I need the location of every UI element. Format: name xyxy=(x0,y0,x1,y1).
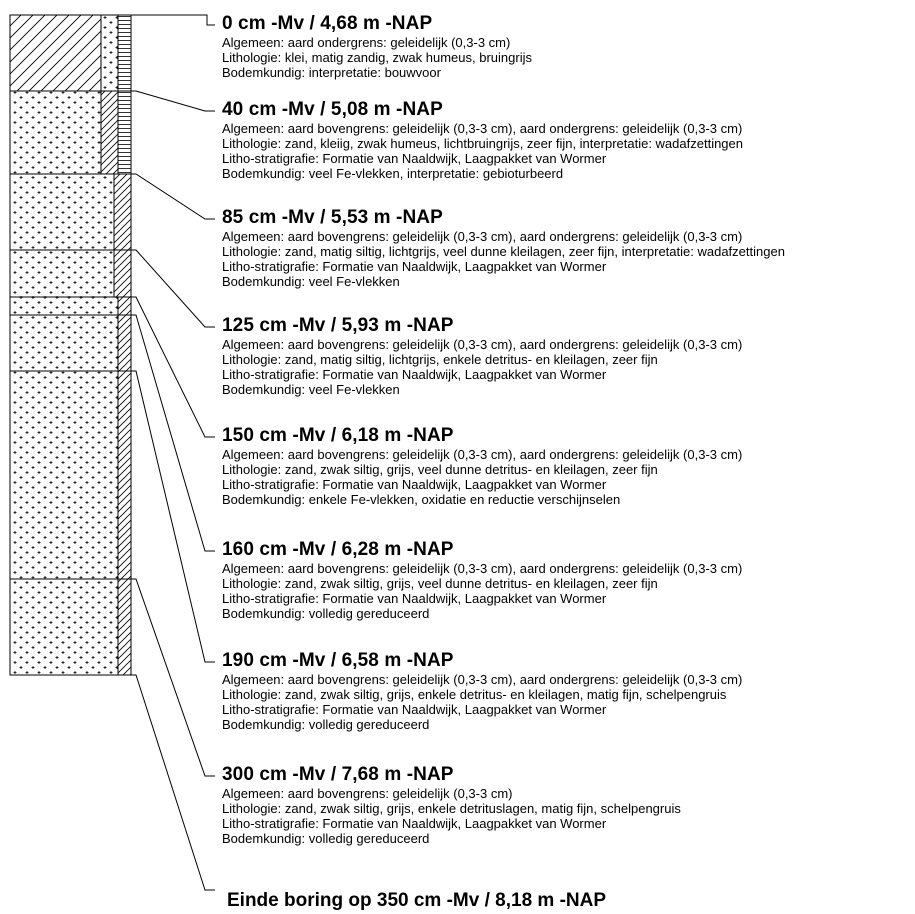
layer-depth-heading: 125 cm -Mv / 5,93 m -NAP xyxy=(222,315,912,337)
layer-lithology: Lithologie: zand, zwak siltig, grijs, en… xyxy=(222,801,912,816)
layer-general: Algemeen: aard bovengrens: geleidelijk (… xyxy=(222,229,912,244)
layer-description-40: 40 cm -Mv / 5,08 m -NAP Algemeen: aard b… xyxy=(222,99,912,181)
leader-line-125 xyxy=(131,250,215,327)
layer-depth-heading: 40 cm -Mv / 5,08 m -NAP xyxy=(222,99,912,121)
leader-line-160 xyxy=(131,315,215,551)
layer-stratigraphy: Litho-stratigrafie: Formatie van Naaldwi… xyxy=(222,259,912,274)
layer-description-150: 150 cm -Mv / 6,18 m -NAP Algemeen: aard … xyxy=(222,425,912,507)
layer-lithology: Lithologie: klei, matig zandig, zwak hum… xyxy=(222,50,912,65)
layer-lithology: Lithologie: zand, zwak siltig, grijs, ve… xyxy=(222,462,912,477)
layer-description-160: 160 cm -Mv / 6,28 m -NAP Algemeen: aard … xyxy=(222,539,912,621)
leader-line-85 xyxy=(131,174,215,219)
layer-general: Algemeen: aard ondergrens: geleidelijk (… xyxy=(222,35,912,50)
layer-soil: Bodemkundig: veel Fe-vlekken xyxy=(222,274,912,289)
column-layer-40 xyxy=(10,91,131,174)
layer-soil: Bodemkundig: volledig gereduceerd xyxy=(222,606,912,621)
layer-description-85: 85 cm -Mv / 5,53 m -NAP Algemeen: aard b… xyxy=(222,207,912,289)
layer-lithology: Lithologie: zand, zwak siltig, grijs, en… xyxy=(222,687,912,702)
layer-lithology: Lithologie: zand, zwak siltig, grijs, ve… xyxy=(222,576,912,591)
layer-stratigraphy: Litho-stratigrafie: Formatie van Naaldwi… xyxy=(222,591,912,606)
layer-general: Algemeen: aard bovengrens: geleidelijk (… xyxy=(222,337,912,352)
column-layer-85 xyxy=(10,174,131,250)
leader-line-300 xyxy=(131,579,215,776)
layer-description-0: 0 cm -Mv / 4,68 m -NAP Algemeen: aard on… xyxy=(222,13,912,80)
layer-depth-heading: 160 cm -Mv / 6,28 m -NAP xyxy=(222,539,912,561)
end-of-boring-label: Einde boring op 350 cm -Mv / 8,18 m -NAP xyxy=(227,890,606,912)
column-layer-150 xyxy=(10,297,131,315)
layer-general: Algemeen: aard bovengrens: geleidelijk (… xyxy=(222,672,912,687)
leader-line-0 xyxy=(131,15,215,25)
column-layer-125 xyxy=(10,250,131,297)
layer-stratigraphy: Litho-stratigrafie: Formatie van Naaldwi… xyxy=(222,702,912,717)
leader-line-end xyxy=(131,675,215,890)
layer-depth-heading: 150 cm -Mv / 6,18 m -NAP xyxy=(222,425,912,447)
layer-stratigraphy: Litho-stratigrafie: Formatie van Naaldwi… xyxy=(222,367,912,382)
layer-lithology: Lithologie: zand, kleiig, zwak humeus, l… xyxy=(222,136,912,151)
leader-line-150 xyxy=(131,297,215,437)
layer-soil: Bodemkundig: volledig gereduceerd xyxy=(222,831,912,846)
layer-description-125: 125 cm -Mv / 5,93 m -NAP Algemeen: aard … xyxy=(222,315,912,397)
layer-soil: Bodemkundig: enkele Fe-vlekken, oxidatie… xyxy=(222,492,912,507)
layer-stratigraphy: Litho-stratigrafie: Formatie van Naaldwi… xyxy=(222,477,912,492)
leader-lines xyxy=(131,15,215,890)
column-layer-160 xyxy=(10,315,131,371)
layer-soil: Bodemkundig: veel Fe-vlekken, interpreta… xyxy=(222,166,912,181)
column-layer-300 xyxy=(10,579,131,675)
layer-general: Algemeen: aard bovengrens: geleidelijk (… xyxy=(222,447,912,462)
layer-lithology: Lithologie: zand, matig siltig, lichtgri… xyxy=(222,244,912,259)
layer-depth-heading: 85 cm -Mv / 5,53 m -NAP xyxy=(222,207,912,229)
leader-line-190 xyxy=(131,371,215,662)
leader-line-40 xyxy=(131,91,215,111)
layer-description-300: 300 cm -Mv / 7,68 m -NAP Algemeen: aard … xyxy=(222,764,912,846)
layer-lithology: Lithologie: zand, matig siltig, lichtgri… xyxy=(222,352,912,367)
column-layer-190 xyxy=(10,371,131,579)
layer-stratigraphy: Litho-stratigrafie: Formatie van Naaldwi… xyxy=(222,151,912,166)
layer-soil: Bodemkundig: interpretatie: bouwvoor xyxy=(222,65,912,80)
layer-general: Algemeen: aard bovengrens: geleidelijk (… xyxy=(222,786,912,801)
layer-description-190: 190 cm -Mv / 6,58 m -NAP Algemeen: aard … xyxy=(222,650,912,732)
layer-depth-heading: 300 cm -Mv / 7,68 m -NAP xyxy=(222,764,912,786)
layer-general: Algemeen: aard bovengrens: geleidelijk (… xyxy=(222,121,912,136)
layer-depth-heading: 190 cm -Mv / 6,58 m -NAP xyxy=(222,650,912,672)
column-layer-0 xyxy=(10,15,131,91)
layer-stratigraphy: Litho-stratigrafie: Formatie van Naaldwi… xyxy=(222,816,912,831)
layer-soil: Bodemkundig: volledig gereduceerd xyxy=(222,717,912,732)
layer-soil: Bodemkundig: veel Fe-vlekken xyxy=(222,382,912,397)
layer-general: Algemeen: aard bovengrens: geleidelijk (… xyxy=(222,561,912,576)
layer-depth-heading: 0 cm -Mv / 4,68 m -NAP xyxy=(222,13,912,35)
